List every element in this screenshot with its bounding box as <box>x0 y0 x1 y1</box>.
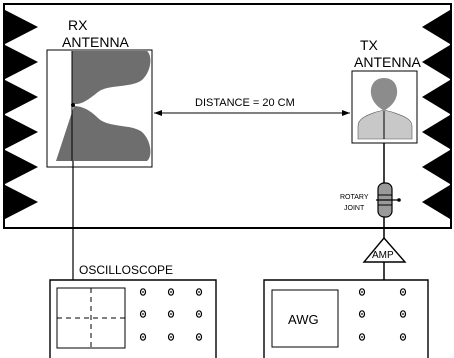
distance-label: DISTANCE = 20 CM <box>195 97 295 109</box>
tx-antenna-head <box>370 78 398 111</box>
rotary-joint <box>376 182 401 218</box>
awg-display <box>271 289 339 348</box>
left-absorber-wall <box>5 10 38 219</box>
awg-label: AWG <box>288 312 319 327</box>
rotary-label-line1: ROTARY <box>340 194 369 201</box>
tx-antenna-body <box>357 109 413 140</box>
amp-label: AMP <box>372 250 394 261</box>
amp-block: AMP <box>362 236 407 263</box>
rx-label-line1: RX <box>68 17 88 33</box>
oscilloscope <box>49 279 217 358</box>
oscilloscope-knobs <box>139 288 203 341</box>
rx-horn-shape <box>56 51 151 161</box>
chamber-outline <box>3 3 452 229</box>
rx-label-line2: ANTENNA <box>62 34 130 50</box>
distance-indicator: DISTANCE = 20 CM <box>154 97 350 116</box>
right-absorber-wall <box>422 10 450 219</box>
rx-feed-point <box>71 103 75 107</box>
oscilloscope-label: OSCILLOSCOPE <box>79 263 173 277</box>
rx-antenna <box>46 49 153 168</box>
rotary-label-line2: JOINT <box>344 205 365 212</box>
awg-instrument: AWG <box>263 279 429 358</box>
tx-label-line1: TX <box>360 37 379 53</box>
tx-antenna <box>351 70 418 144</box>
tx-label-line2: ANTENNA <box>354 54 422 70</box>
